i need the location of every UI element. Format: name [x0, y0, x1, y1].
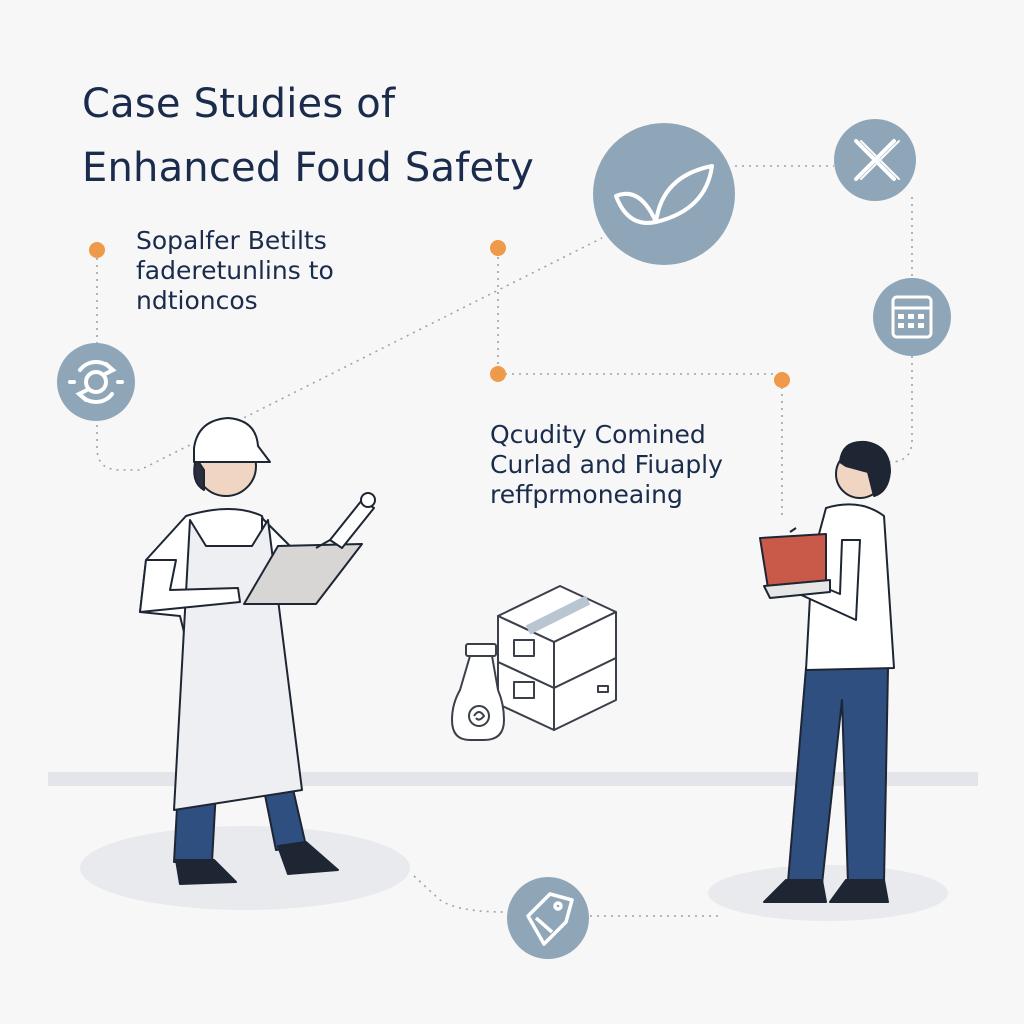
tag-icon — [507, 877, 589, 959]
calendar-icon — [873, 278, 951, 356]
right-note-line-1: Qcudity Comined — [490, 420, 706, 449]
title-line-2: Enhanced Foud Safety — [82, 145, 535, 191]
left-note-line-1: Sopalfer Betilts — [136, 226, 327, 255]
right-note: Qcudity Comined Curlad and Fiuaply reffp… — [490, 420, 723, 510]
connector-left-to-leaf — [96, 237, 603, 471]
leaf-icon — [593, 123, 735, 265]
cross-icon — [834, 119, 916, 201]
floor-shadow-right — [708, 865, 948, 921]
floor-shadow-left — [80, 826, 410, 910]
left-note: Sopalfer Betilts faderetunlins to ndtion… — [136, 226, 334, 316]
connector-lines — [96, 165, 913, 917]
left-note-line-3: ndtioncos — [136, 286, 258, 315]
left-note-line-2: faderetunlins to — [136, 256, 334, 285]
orange-dot — [774, 372, 790, 388]
gear-recycle-icon — [57, 343, 135, 421]
sauce-jar — [450, 643, 506, 741]
orange-dots — [89, 240, 790, 388]
title-line-1: Case Studies of — [82, 81, 396, 127]
page-title: Case Studies of Enhanced Foud Safety — [82, 72, 534, 200]
inspector-figure — [139, 417, 376, 885]
worker-figure — [759, 440, 895, 903]
orange-dot — [89, 242, 105, 258]
orange-dot — [490, 240, 506, 256]
connector-calendar-down — [889, 356, 913, 463]
right-note-line-2: Curlad and Fiuaply — [490, 450, 723, 479]
product-boxes — [497, 585, 617, 731]
orange-dot — [490, 366, 506, 382]
right-note-line-3: reffprmoneaing — [490, 480, 683, 509]
connector-to-tag — [413, 875, 506, 913]
